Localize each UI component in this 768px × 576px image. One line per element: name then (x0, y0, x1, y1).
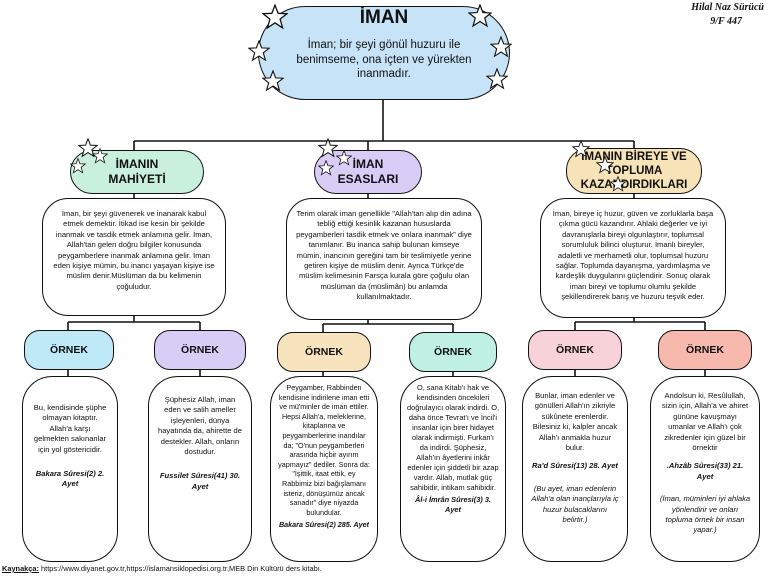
example-text-4: O, sana Kitab'ı hak ve kendisinden öncek… (407, 383, 500, 492)
source-text: https://www.diyanet.gov.tr,https://islam… (38, 564, 322, 573)
section-header-esaslar: İMAN ESASLARI (314, 150, 422, 194)
star-icon (596, 156, 614, 174)
ornek-label-2: ÖRNEK (154, 330, 246, 370)
star-icon (336, 150, 352, 166)
example-box-6: Andolsun ki, Resûlullah, sizin için, All… (650, 376, 760, 562)
example-text-2: Şüphesiz Allah, iman eden ve salih amell… (157, 395, 243, 457)
ornek-label-4: ÖRNEK (409, 332, 497, 372)
star-icon (572, 140, 590, 158)
section-title-kazandirdiklari: İMANIN BİREYE VE TOPLUMA KAZANDIRDIKLARI (580, 151, 688, 191)
ornek-label-3: ÖRNEK (277, 332, 371, 372)
example-note-6: (İman, müminleri iyi ahlaka yönlendirir … (659, 494, 751, 535)
author-class: 9/F 447 (710, 16, 742, 27)
main-title: İMAN (359, 7, 409, 28)
star-icon (610, 176, 626, 192)
source-line: Kaynakça: https://www.diyanet.gov.tr,htt… (2, 564, 322, 573)
example-box-3: Peygamber, Rabbinden kendisine indirilen… (270, 376, 378, 562)
section-header-mahiyet: İMANIN MAHİYETİ (70, 150, 204, 194)
star-icon (318, 138, 338, 158)
star-icon (468, 4, 492, 28)
star-icon (78, 138, 98, 158)
author-name: Hilal Naz Sürücü (691, 2, 764, 13)
source-label: Kaynakça: (2, 564, 39, 573)
main-definition: İman; bir şeyi gönül huzuru ile benimsem… (296, 39, 472, 80)
section-text-kazandirdiklari: İman, bireye iç huzur, güven ve zorlukla… (540, 198, 726, 318)
star-icon (486, 68, 508, 90)
example-text-6: Andolsun ki, Resûlullah, sizin için, All… (661, 391, 749, 453)
ornek-label-5: ÖRNEK (528, 330, 622, 370)
section-text-mahiyet: İman, bir şeyi güvenerek ve inanarak kab… (42, 198, 226, 316)
example-ref-3: Bakara Sûresi(2) 285. Ayet (278, 520, 370, 530)
section-header-kazandirdiklari: İMANIN BİREYE VE TOPLUMA KAZANDIRDIKLARI (566, 148, 702, 194)
section-text-esaslar: Terim olarak iman genellikle "Allah'tan … (286, 198, 482, 320)
star-icon (248, 40, 270, 62)
example-box-1: Bu, kendisinde şüphe olmayan kitaptır. A… (22, 376, 118, 562)
example-ref-4: Âl-i İmrân Sûresi(3) 3. Ayet (415, 495, 491, 514)
example-ref-1: Bakara Sûresi(2) 2. Ayet (35, 469, 105, 489)
star-icon (490, 36, 512, 58)
example-box-5: Bunlar, iman edenler ve gönülleri Allah'… (522, 376, 628, 562)
star-icon (262, 70, 284, 92)
star-icon (70, 158, 86, 174)
ornek-label-6: ÖRNEK (658, 330, 752, 370)
star-icon (318, 160, 334, 176)
section-title-mahiyet: İMANIN MAHİYETİ (108, 157, 166, 186)
example-ref-6: .Ahzâb Sûresi(33) 21. Ayet (666, 461, 744, 481)
example-text-5: Bunlar, iman edenler ve gönülleri Allah'… (532, 391, 618, 453)
star-icon (92, 148, 108, 164)
example-text-1: Bu, kendisinde şüphe olmayan kitaptır. A… (33, 403, 107, 454)
example-text-3: Peygamber, Rabbinden kendisine indirilen… (278, 383, 370, 517)
example-ref-2: Fussilet Sûresi(41) 30. Ayet (159, 471, 241, 491)
example-note-5: (Bu ayet, iman edenlerin Allah'a olan in… (531, 483, 619, 525)
ornek-label-1: ÖRNEK (24, 330, 114, 370)
example-box-4: O, sana Kitab'ı hak ve kendisinden öncek… (400, 376, 506, 562)
section-title-esaslar: İMAN ESASLARI (337, 157, 399, 186)
example-box-2: Şüphesiz Allah, iman eden ve salih amell… (148, 376, 252, 562)
example-ref-5: Ra'd Sûresi(13) 28. Ayet (532, 461, 618, 471)
star-icon (262, 4, 288, 30)
